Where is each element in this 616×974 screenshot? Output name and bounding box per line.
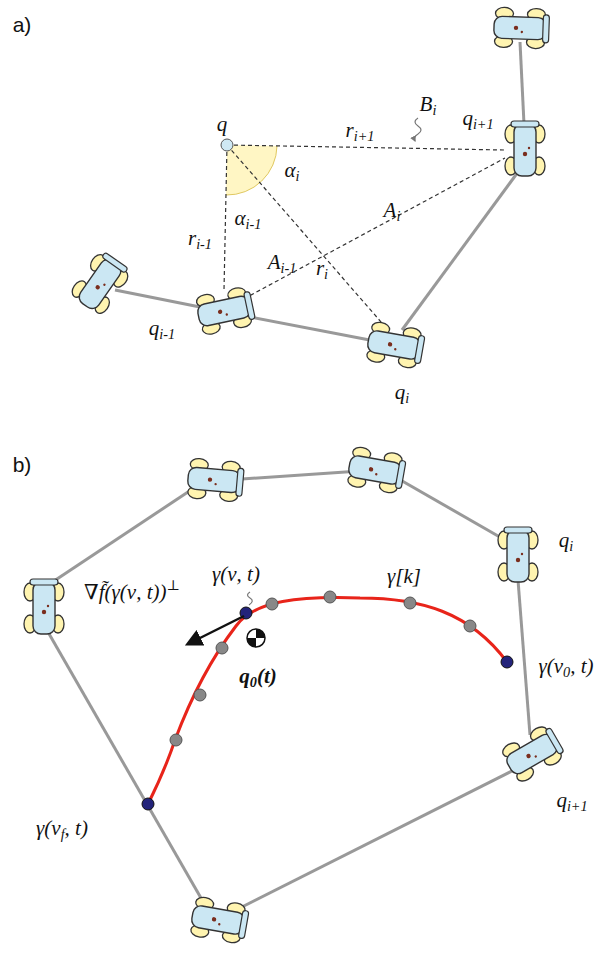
math-label: ri+1	[344, 119, 377, 142]
math-label: αi	[283, 159, 302, 182]
math-label: Bi	[418, 93, 439, 116]
math-label: ∇f̃(γ(ν, t))⊥	[82, 581, 182, 604]
math-label: αi-1	[233, 207, 264, 230]
math-label: γ(ν, t)	[210, 563, 262, 586]
math-label: q0(t)	[237, 665, 278, 688]
math-label: ri	[314, 257, 330, 280]
math-label: q	[215, 113, 230, 136]
math-label: γ(ν0, t)	[536, 655, 595, 678]
panel-b	[24, 446, 567, 945]
panel-tag: a)	[11, 13, 34, 36]
math-label: ri-1	[186, 227, 214, 250]
panel-tag: b)	[11, 453, 34, 476]
panel-a	[69, 7, 550, 370]
math-label: qi	[557, 529, 575, 552]
math-label: Ai	[382, 199, 403, 222]
math-label: γ[k]	[385, 565, 423, 588]
math-label: qi+1	[460, 107, 495, 130]
math-label: qi-1	[147, 317, 177, 340]
math-label: γ(νf, t)	[34, 817, 90, 840]
math-label: qi	[393, 381, 411, 404]
math-label: Ai-1	[266, 251, 299, 274]
math-label: qi+1	[554, 789, 589, 812]
